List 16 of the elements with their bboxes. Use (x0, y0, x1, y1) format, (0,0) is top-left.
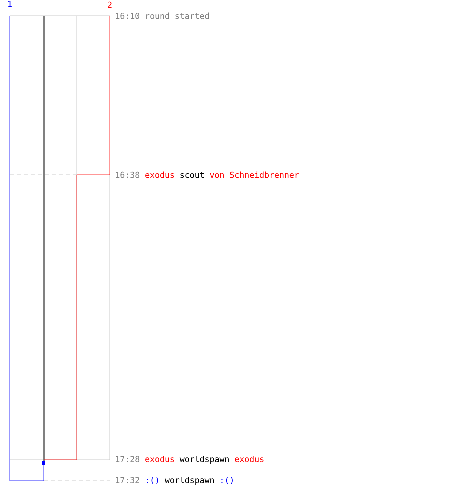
event-text: worldspawn (164, 476, 214, 486)
event-text: exodus (235, 456, 264, 462)
event-time: 16:10 (116, 12, 140, 20)
event-time: round started (146, 12, 209, 20)
event-text: :() (222, 477, 233, 484)
event-text: worldspawn (180, 456, 229, 464)
event-text: :() (147, 477, 158, 484)
event-time: 16:38 (116, 172, 140, 178)
player-number: 1 (8, 0, 12, 7)
player-number: 2 (108, 2, 112, 8)
event-time: 17:32 (116, 477, 140, 484)
event-text: scout (180, 172, 204, 178)
event-text: exodus (146, 456, 174, 462)
event-time: 17:28 (116, 456, 140, 462)
event-text: von Schneidbrenner (210, 172, 300, 178)
event-text: exodus (146, 172, 174, 178)
